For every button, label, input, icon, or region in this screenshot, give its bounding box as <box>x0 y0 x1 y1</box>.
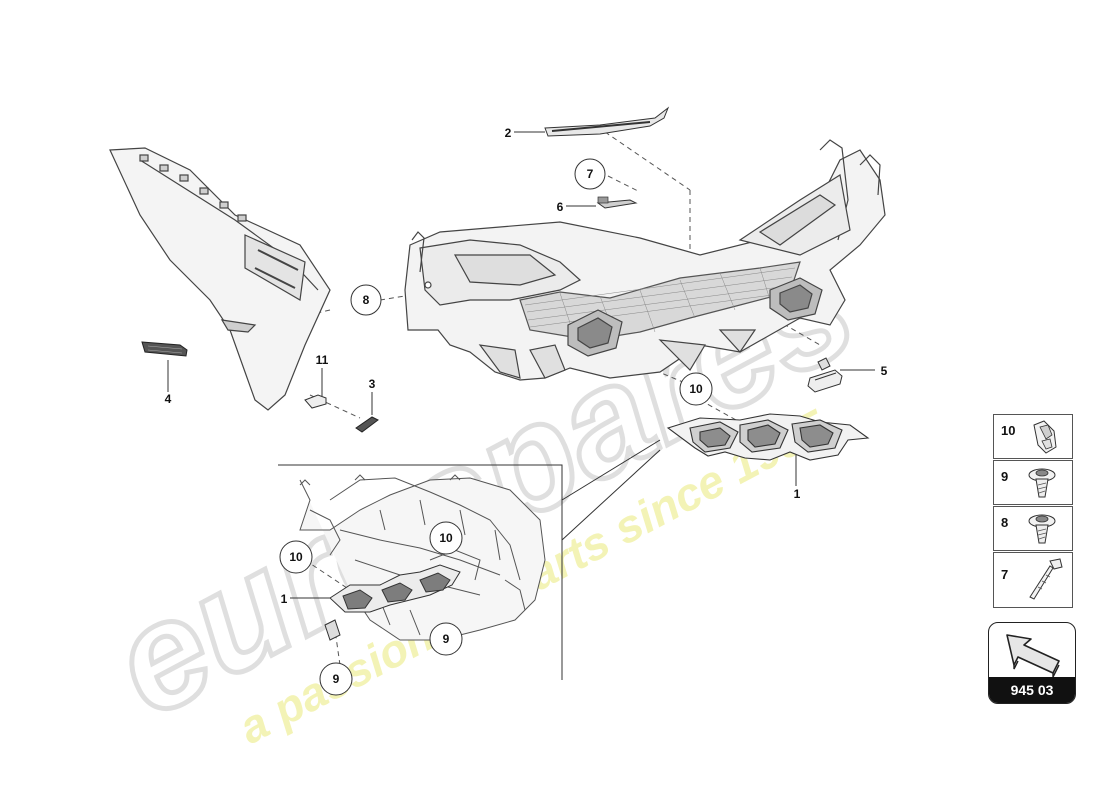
callout-2: 2 <box>505 126 512 140</box>
callout-8: 8 <box>350 284 382 316</box>
callout-10-main: 10 <box>679 372 713 406</box>
rear-bumper-assembly <box>404 139 886 381</box>
svg-text:10: 10 <box>689 382 703 396</box>
part-11-clip <box>304 380 327 409</box>
legend-label: 9 <box>1001 469 1009 484</box>
callout-5: 5 <box>881 364 888 378</box>
callout-9-inset-a: 9 <box>429 622 463 656</box>
legend-item-9: 9 <box>993 460 1073 505</box>
callout-1-main: 1 <box>794 487 801 501</box>
part-1-exhaust-tips <box>666 413 870 461</box>
callout-1-inset: 1 <box>281 592 288 606</box>
callout-7: 7 <box>574 158 606 190</box>
svg-text:10: 10 <box>439 531 453 545</box>
callout-10-inset-a: 10 <box>279 540 313 574</box>
flange-screw-icon <box>1028 514 1056 544</box>
part-2-trim-strip <box>544 106 670 137</box>
callout-10-inset-b: 10 <box>429 521 463 555</box>
legend-label: 7 <box>1001 567 1009 582</box>
reference-code: 945 03 <box>989 677 1075 703</box>
callout-3: 3 <box>369 377 376 391</box>
part-5-light <box>807 357 843 393</box>
bolt-icon <box>1029 558 1063 600</box>
view-direction-arrow-icon <box>1006 634 1060 678</box>
callout-9-inset-b: 9 <box>319 662 353 696</box>
callout-4: 4 <box>165 392 172 406</box>
page-reference-box: 945 03 <box>988 622 1076 704</box>
svg-text:7: 7 <box>587 167 594 181</box>
legend-label: 10 <box>1001 423 1016 438</box>
callouts: 7 8 10 10 10 9 9 2 6 11 3 4 <box>165 126 888 696</box>
legend-item-10: 10 <box>993 414 1073 459</box>
legend-item-8: 8 <box>993 506 1073 551</box>
solid-leaders <box>167 131 875 680</box>
part-6-bracket <box>596 196 638 209</box>
flange-screw-icon <box>1028 468 1056 498</box>
inset-exhaust-tips <box>324 564 461 641</box>
legend-item-7: 7 <box>993 552 1073 608</box>
callout-11: 11 <box>316 353 329 367</box>
svg-text:8: 8 <box>363 293 370 307</box>
svg-text:10: 10 <box>289 550 303 564</box>
svg-text:9: 9 <box>333 672 340 686</box>
part-4-vent-grille <box>141 341 188 357</box>
left-fender-panel <box>109 147 331 411</box>
callout-6: 6 <box>557 200 564 214</box>
clip-icon <box>1033 420 1057 454</box>
legend-label: 8 <box>1001 515 1009 530</box>
svg-text:9: 9 <box>443 632 450 646</box>
part-3-small-grille <box>355 416 379 433</box>
